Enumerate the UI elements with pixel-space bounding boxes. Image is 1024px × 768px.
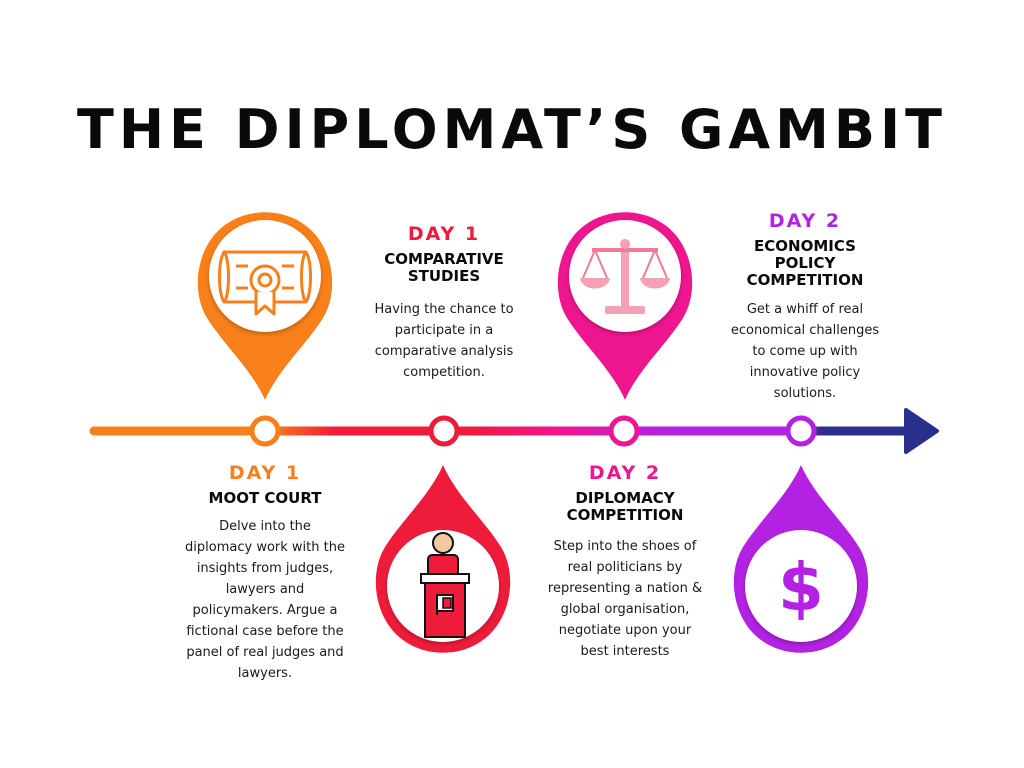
diploma-icon: [218, 250, 312, 316]
timeline-node: [608, 415, 640, 447]
event-day-label: DAY 1: [407, 223, 481, 245]
event-description: Get a whiff of real economical challenge…: [730, 302, 880, 401]
timeline-node: [428, 415, 460, 447]
event-day-label: DAY 2: [588, 462, 662, 484]
timeline-node: [785, 415, 817, 447]
event-description: Delve into the diplomacy work with the i…: [185, 519, 345, 681]
pin-diplomacy-competition: [557, 212, 693, 400]
scales-of-justice-icon: [580, 239, 670, 314]
event-day-label: DAY 2: [768, 210, 842, 232]
event-description: Having the chance to participate in a co…: [374, 302, 514, 380]
dollar-sign-icon: $: [778, 549, 824, 626]
timeline-arrowhead: [904, 408, 939, 454]
event-moot-court: DAY 1 MOOT COURT Delve into the diplomac…: [185, 462, 345, 684]
event-heading: COMPARATIVE STUDIES: [384, 250, 504, 285]
podium-speaker-icon: [420, 532, 470, 638]
pin-comparative-studies: [375, 465, 511, 653]
pin-moot-court: [197, 212, 333, 400]
page-title: THE DIPLOMAT’S GAMBIT: [77, 98, 947, 161]
event-heading: ECONOMICS POLICY COMPETITION: [746, 237, 864, 289]
event-heading: MOOT COURT: [208, 489, 322, 507]
event-economics-policy: DAY 2 ECONOMICS POLICY COMPETITION Get a…: [730, 210, 880, 404]
timeline-node: [249, 415, 281, 447]
event-day-label: DAY 1: [228, 462, 302, 484]
event-diplomacy-competition: DAY 2 DIPLOMACY COMPETITION Step into th…: [545, 462, 705, 662]
pin-economics-policy: $: [733, 465, 869, 653]
event-comparative-studies: DAY 1 COMPARATIVE STUDIES Having the cha…: [364, 223, 524, 383]
event-description: Step into the shoes of real politicians …: [547, 539, 703, 659]
event-heading: DIPLOMACY COMPETITION: [566, 489, 684, 524]
